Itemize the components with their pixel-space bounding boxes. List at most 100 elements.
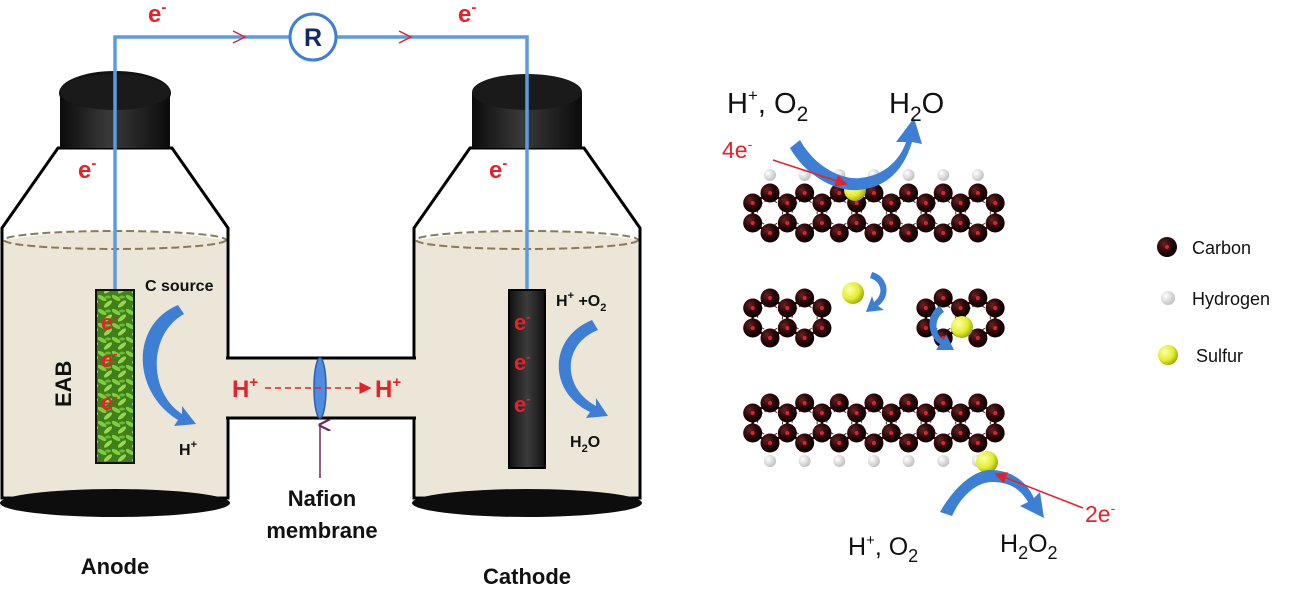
carbon-atom-dot xyxy=(768,336,772,340)
hydrogen-atom xyxy=(798,455,811,467)
carbon-atom-dot xyxy=(802,191,807,195)
carbon-atom-dot xyxy=(958,431,963,435)
anode-electrode: e- e- e- xyxy=(95,289,135,464)
cathode-product-label: H2O xyxy=(570,434,600,455)
two-electron-pointer xyxy=(994,472,1084,509)
sulfur-reaction-arrow xyxy=(929,306,954,350)
salt-bridge xyxy=(226,356,416,478)
carbon-atom-dot xyxy=(975,191,980,195)
resistor xyxy=(288,12,338,62)
molecule-hydrogens xyxy=(764,169,984,467)
carbon-atom-dot xyxy=(768,296,772,300)
sulfur-reaction-arrow xyxy=(866,272,887,312)
carbon-atom-dot xyxy=(993,431,998,435)
carbon-atom-dot xyxy=(750,306,755,310)
carbon-atom-dot xyxy=(871,231,876,235)
molecule-carbons xyxy=(743,183,1005,453)
carbon-atom-dot xyxy=(923,306,928,310)
electron-label: e xyxy=(458,1,471,28)
sulfur-atom xyxy=(976,451,998,473)
carbon-atom-dot xyxy=(785,431,790,435)
membrane-label-line2: membrane xyxy=(266,518,377,543)
svg-text:e-: e- xyxy=(514,349,531,375)
carbon-atom-dot xyxy=(750,326,755,330)
carbon-atom-dot xyxy=(785,411,790,415)
carbon-atom-dot xyxy=(975,336,980,340)
carbon-atom-dot xyxy=(871,401,876,405)
hydrogen-atom xyxy=(937,169,950,181)
carbon-atom-dot xyxy=(750,221,755,225)
svg-text:e-: e- xyxy=(514,391,531,417)
four-electron-label: 4e- xyxy=(722,136,753,163)
carbon-atom-dot xyxy=(958,201,963,205)
top-product-label: H2O xyxy=(889,88,944,126)
svg-text:e-: e- xyxy=(101,389,118,415)
hydrogen-atom xyxy=(764,455,776,467)
bottom-reactant-label: H+, O2 xyxy=(848,532,918,566)
electron-label: e xyxy=(489,157,502,184)
carbon-atom-dot xyxy=(785,326,790,330)
eab-label: EAB xyxy=(51,361,76,407)
hydrogen-atom-icon xyxy=(1161,291,1175,305)
carbon-atom-dot xyxy=(819,306,824,310)
carbon-atom-dot xyxy=(941,231,946,235)
carbon-atom-dot xyxy=(889,201,894,205)
top-reaction-arrow xyxy=(790,118,922,191)
electron-label: e xyxy=(148,1,161,28)
legend-hydrogen-label: Hydrogen xyxy=(1192,289,1270,309)
carbon-atom-dot xyxy=(906,401,911,405)
cathode-label: Cathode xyxy=(483,564,571,587)
sulfur-atom xyxy=(951,316,973,338)
carbon-atom-dot xyxy=(958,411,963,415)
hydrogen-atom xyxy=(937,455,950,467)
carbon-atom-dot xyxy=(768,191,772,195)
carbon-atom-dot xyxy=(958,306,963,310)
carbon-atom-dot xyxy=(941,296,946,300)
four-electron-pointer xyxy=(772,159,848,187)
carbon-atom-dot xyxy=(993,201,998,205)
carbon-atom-dot xyxy=(750,201,755,205)
carbon-atom-dot xyxy=(819,201,824,205)
carbon-atom-dot xyxy=(975,231,980,235)
legend-carbon-label: Carbon xyxy=(1192,238,1251,258)
hydrogen-atom xyxy=(902,455,915,467)
carbon-atom-dot xyxy=(993,306,998,310)
carbon-atom-dot xyxy=(889,221,894,225)
carbon-atom-dot xyxy=(768,231,772,235)
hydrogen-atom xyxy=(867,455,880,467)
svg-text:e-: e- xyxy=(101,346,118,372)
carbon-atom-dot xyxy=(958,221,963,225)
carbon-atom-dot xyxy=(802,441,807,445)
anode-h-plus: H+ xyxy=(179,439,197,459)
external-circuit: R xyxy=(113,12,529,290)
carbon-atom-dot xyxy=(975,296,980,300)
two-electron-label: 2e- xyxy=(1085,500,1116,527)
svg-text:e-: e- xyxy=(514,309,531,335)
carbon-atom-dot xyxy=(993,221,998,225)
membrane-label-line1: Nafion xyxy=(288,486,356,511)
carbon-atom-dot xyxy=(785,221,790,225)
svg-text:e-: e- xyxy=(101,309,118,335)
cathode-reactant-label: H+ +O2 xyxy=(556,290,606,314)
carbon-atom-dot xyxy=(941,191,946,195)
carbon-atom-dot xyxy=(993,326,998,330)
svg-text:e-: e- xyxy=(458,0,476,28)
carbon-atom-dot xyxy=(768,441,772,445)
carbon-atom-dot xyxy=(854,221,859,225)
carbon-atom-dot xyxy=(819,221,824,225)
carbon-atom-dot xyxy=(923,326,928,330)
carbon-atom-dot xyxy=(819,326,824,330)
carbon-atom-dot xyxy=(837,191,842,195)
cathode-reaction-arrow xyxy=(558,320,608,418)
svg-text:e-: e- xyxy=(489,155,507,184)
carbon-atom-dot xyxy=(819,411,824,415)
carbon-atom-dot xyxy=(906,231,911,235)
carbon-atom-dot xyxy=(802,296,807,300)
legend: Carbon Hydrogen Sulfur xyxy=(1157,237,1270,366)
carbon-atom-dot xyxy=(837,441,842,445)
bridge-h-plus-right: H+ xyxy=(375,374,401,403)
hydrogen-atom xyxy=(764,169,776,181)
carbon-atom-dot xyxy=(854,431,859,435)
